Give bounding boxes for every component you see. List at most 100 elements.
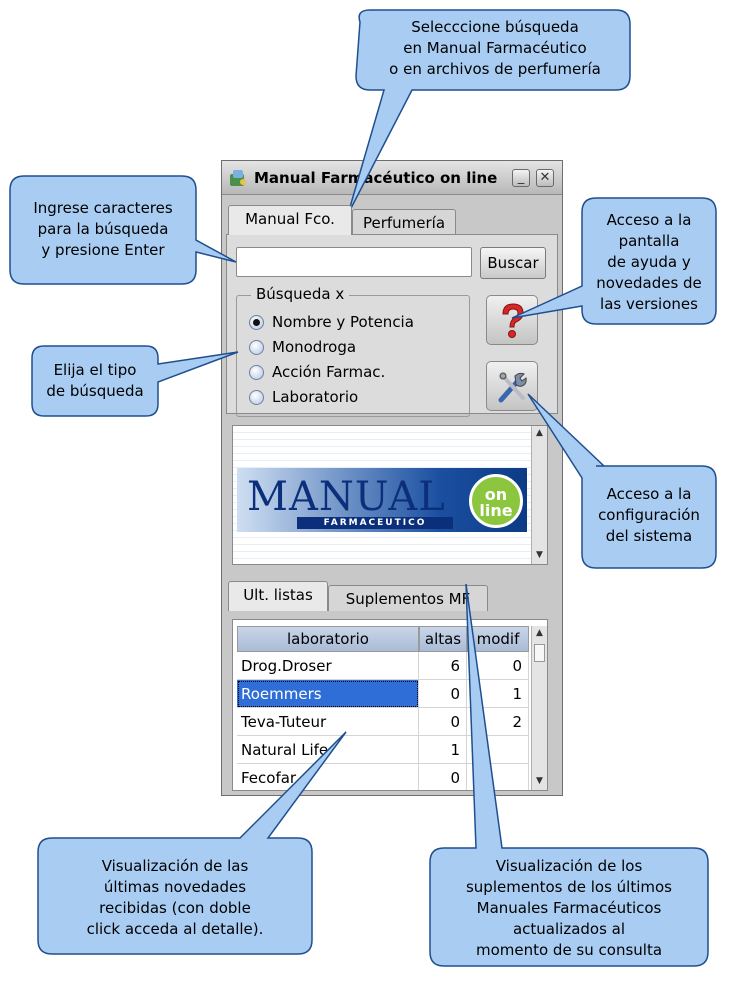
search-button[interactable]: Buscar xyxy=(480,247,546,279)
scroll-thumb[interactable] xyxy=(534,644,545,662)
cell-altas[interactable]: 0 xyxy=(419,764,467,790)
cell-laboratorio[interactable]: Teva-Tuteur xyxy=(237,708,419,736)
callout-line: últimas novedades xyxy=(103,878,247,896)
callout-line: Ingrese caracteres xyxy=(33,199,173,217)
search-type-legend: Búsqueda x xyxy=(251,285,350,303)
cell-modif[interactable] xyxy=(467,764,529,790)
help-button[interactable] xyxy=(486,295,538,345)
app-window: Manual Farmacéutico on line _ ✕ Manual F… xyxy=(221,160,563,796)
radio-monodroga[interactable]: Monodroga xyxy=(249,336,356,358)
radio-selected-icon[interactable] xyxy=(249,314,264,330)
tab-ult-listas[interactable]: Ult. listas xyxy=(228,581,328,611)
title-bar[interactable]: Manual Farmacéutico on line _ ✕ xyxy=(222,161,562,195)
callout-line: de ayuda y xyxy=(607,253,691,271)
cell-altas[interactable]: 0 xyxy=(419,708,467,736)
column-header-laboratorio[interactable]: laboratorio xyxy=(237,626,419,652)
radio-icon[interactable] xyxy=(249,389,264,405)
cell-modif[interactable] xyxy=(467,736,529,764)
radio-label: Laboratorio xyxy=(272,388,359,406)
search-input[interactable] xyxy=(236,247,472,277)
app-logo-icon xyxy=(230,170,246,186)
minimize-button[interactable]: _ xyxy=(512,169,530,187)
radio-label: Monodroga xyxy=(272,338,357,356)
tools-icon xyxy=(498,372,527,403)
radio-label: Nombre y Potencia xyxy=(272,313,414,331)
callout-line: click acceda al detalle). xyxy=(86,920,264,938)
callout-line: Acceso a la xyxy=(606,211,692,229)
callout-line: en Manual Farmacéutico xyxy=(403,39,587,57)
tab-perfumeria[interactable]: Perfumería xyxy=(352,209,456,235)
callout-suplementos-text: Visualización de los suplementos de los … xyxy=(430,856,708,961)
callout-novedades-bubble xyxy=(37,731,347,955)
cell-modif[interactable]: 1 xyxy=(467,680,529,708)
callout-input-text: Ingrese caracteres para la búsqueda y pr… xyxy=(10,198,196,261)
scroll-down-icon[interactable]: ▼ xyxy=(536,550,543,560)
question-mark-icon xyxy=(502,303,524,338)
callout-help-text: Acceso a la pantalla de ayuda y novedade… xyxy=(582,210,716,315)
callout-line: y presione Enter xyxy=(41,241,165,259)
scroll-up-icon[interactable]: ▲ xyxy=(536,628,543,638)
callout-line: Acceso a la xyxy=(606,485,692,503)
ultimas-listas-table: laboratorio altas modif Drog.Droser 6 0 … xyxy=(232,619,548,791)
scroll-down-icon[interactable]: ▼ xyxy=(536,776,543,786)
callout-line: suplementos de los últimos xyxy=(465,878,672,896)
callout-help-bubble xyxy=(511,197,717,325)
cell-altas[interactable]: 0 xyxy=(419,680,467,708)
callout-type-bubble xyxy=(31,345,239,417)
callout-line: o en archivos de perfumería xyxy=(389,60,601,78)
column-header-altas[interactable]: altas xyxy=(419,626,467,652)
radio-nombre-potencia[interactable]: Nombre y Potencia xyxy=(249,311,414,333)
callout-config-bubble xyxy=(527,393,717,569)
tab-suplementos-mf[interactable]: Suplementos MF xyxy=(328,585,488,611)
cell-laboratorio[interactable]: Fecofar xyxy=(237,764,419,790)
radio-accion-farmac[interactable]: Acción Farmac. xyxy=(249,361,385,383)
callout-line: para la búsqueda xyxy=(37,220,169,238)
cell-altas[interactable]: 6 xyxy=(419,652,467,680)
banner-scrollbar[interactable]: ▲ ▼ xyxy=(531,426,547,564)
close-button[interactable]: ✕ xyxy=(536,169,554,187)
callout-config-text: Acceso a la configuración del sistema xyxy=(582,484,716,547)
table-row[interactable]: Teva-Tuteur 0 2 xyxy=(237,708,529,736)
search-type-group: Búsqueda x Nombre y Potencia Monodroga A… xyxy=(236,285,470,417)
radio-laboratorio[interactable]: Laboratorio xyxy=(249,386,358,408)
callout-line: pantalla xyxy=(618,232,680,250)
callout-suplementos-bubble xyxy=(429,583,709,967)
settings-button[interactable] xyxy=(486,361,538,411)
cell-laboratorio[interactable]: Drog.Droser xyxy=(237,652,419,680)
callout-line: Visualización de las xyxy=(101,857,249,875)
callout-line: momento de su consulta xyxy=(475,941,663,959)
brand-banner: MANUAL FARMACEUTICO on line ▲ ▼ xyxy=(232,425,548,565)
column-header-modif[interactable]: modif xyxy=(467,626,529,652)
callout-line: recibidas (con doble xyxy=(99,899,251,917)
radio-label: Acción Farmac. xyxy=(272,363,386,381)
callout-line: del sistema xyxy=(605,527,693,545)
window-title: Manual Farmacéutico on line xyxy=(254,169,498,187)
cell-modif[interactable]: 2 xyxy=(467,708,529,736)
callout-line: Visualización de los xyxy=(495,857,643,875)
badge-line-1: on xyxy=(484,485,508,504)
callout-line: configuración xyxy=(598,506,700,524)
cell-laboratorio[interactable]: Roemmers xyxy=(237,680,419,708)
table-row[interactable]: Natural Life 1 xyxy=(237,736,529,764)
cell-laboratorio[interactable]: Natural Life xyxy=(237,736,419,764)
table-scrollbar[interactable]: ▲ ▼ xyxy=(531,626,547,790)
online-badge: on line xyxy=(469,474,523,528)
tab-manual-fco[interactable]: Manual Fco. xyxy=(228,205,352,235)
callout-line: Manuales Farmacéuticos xyxy=(476,899,662,917)
callout-top-bubble xyxy=(347,9,631,215)
cell-modif[interactable]: 0 xyxy=(467,652,529,680)
radio-icon[interactable] xyxy=(249,339,264,355)
callout-line: actualizados al xyxy=(512,920,626,938)
badge-line-2: line xyxy=(479,501,513,520)
callout-top-text: Selecccione búsqueda en Manual Farmacéut… xyxy=(360,17,630,80)
callout-novedades-text: Visualización de las últimas novedades r… xyxy=(38,856,312,940)
table-row[interactable]: Roemmers 0 1 xyxy=(237,680,529,708)
callout-line: las versiones xyxy=(600,295,698,313)
table-row[interactable]: Drog.Droser 6 0 xyxy=(237,652,529,680)
radio-icon[interactable] xyxy=(249,364,264,380)
table-row[interactable]: Fecofar 0 xyxy=(237,764,529,790)
callout-input-bubble xyxy=(9,175,237,285)
scroll-up-icon[interactable]: ▲ xyxy=(536,428,543,438)
cell-altas[interactable]: 1 xyxy=(419,736,467,764)
